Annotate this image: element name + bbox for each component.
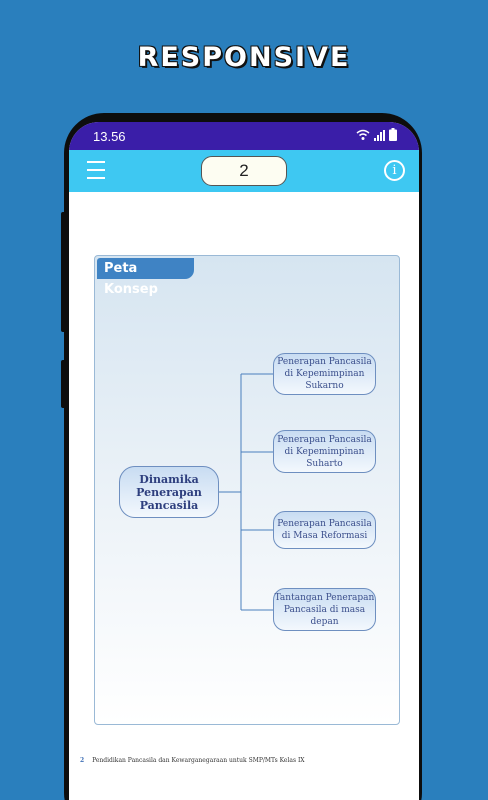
page-number-button[interactable]: 2 [201,156,287,186]
footer-page-number: 2 [80,757,85,764]
status-bar: 13.56 [69,122,419,150]
phone-power-button [61,360,66,408]
phone-screen: 13.56 2 i Peta Ko [69,122,419,800]
concept-node-suharto: Penerapan Pancasila di Kepemimpinan Suha… [273,430,376,473]
section-title: Peta Konsep [97,258,194,297]
hamburger-menu-icon[interactable] [87,161,105,181]
page-footer: 2 Pendidikan Pancasila dan Kewarganegara… [80,757,305,764]
concept-node-tantangan: Tantangan Penerapan Pancasila di masa de… [273,588,376,631]
banner-title: RESPONSIVE [137,42,351,73]
info-icon[interactable]: i [384,160,405,181]
concept-node-sukarno: Penerapan Pancasila di Kepemimpinan Suka… [273,353,376,395]
signal-icon [374,130,385,141]
footer-book-title: Pendidikan Pancasila dan Kewarganegaraan… [92,757,305,764]
wifi-icon [356,129,370,140]
document-page[interactable]: Peta Konsep Dinamika Penerapan Pancasila… [69,192,419,800]
status-time: 13.56 [93,129,126,144]
connector-lines [219,373,273,611]
status-icons [356,128,397,141]
app-bar: 2 i [69,150,419,192]
main-concept-node: Dinamika Penerapan Pancasila [119,466,219,518]
concept-node-reformasi: Penerapan Pancasila di Masa Reformasi [273,511,376,549]
battery-icon [389,128,397,141]
concept-map-panel: Peta Konsep Dinamika Penerapan Pancasila… [94,255,400,725]
phone-volume-button [61,212,66,332]
